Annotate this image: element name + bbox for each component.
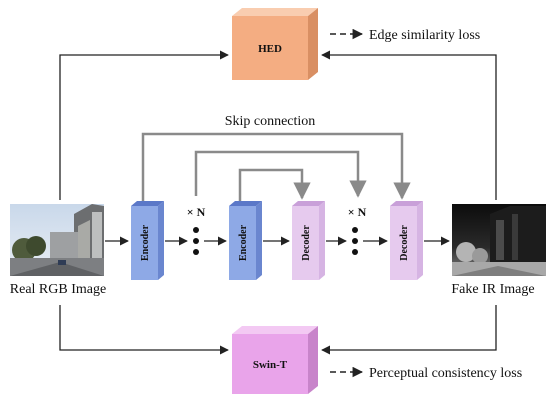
swin-block-front: [232, 334, 308, 394]
perceptual-loss-label: Perceptual consistency loss: [369, 366, 522, 381]
fake-ir-caption: Fake IR Image: [451, 282, 534, 297]
repeat-label-decoder: × N: [348, 205, 367, 219]
hed-block-front: [232, 16, 308, 80]
decoder-2-label: Decoder: [399, 225, 410, 261]
skip-middle: [194, 150, 367, 198]
swin-block: Swin-T: [232, 326, 318, 394]
arrow-rgb-to-hed: [59, 50, 229, 200]
ellipsis-decoder: [352, 227, 358, 255]
skip-connection-label: Skip connection: [225, 114, 316, 129]
skip-inner: [238, 168, 311, 202]
decoder-1-label: Decoder: [301, 225, 312, 261]
encoder-2-label: Encoder: [238, 224, 249, 261]
swin-block-side: [308, 326, 318, 394]
hed-block-side: [308, 8, 318, 80]
hed-block: HED: [232, 8, 318, 80]
arrow-ir-to-swin: [321, 305, 497, 355]
edge-loss: Edge similarity loss: [330, 28, 480, 43]
perceptual-loss: Perceptual consistency loss: [330, 366, 522, 381]
swin-label: Swin-T: [253, 359, 288, 371]
arrow-ir-to-hed: [321, 50, 497, 200]
repeat-label-encoder: × N: [187, 205, 206, 219]
swin-block-top: [232, 326, 318, 334]
skip-outer: [141, 132, 411, 202]
decoder-block-1: Decoder: [292, 201, 325, 280]
encoder-block-2: Encoder: [229, 201, 262, 280]
encoder-block-1: Encoder: [131, 201, 164, 280]
hed-label: HED: [258, 43, 282, 55]
real-rgb-caption: Real RGB Image: [10, 282, 106, 297]
real-rgb-image: [10, 204, 104, 276]
hed-block-top: [232, 8, 318, 16]
edge-loss-label: Edge similarity loss: [369, 28, 480, 43]
encoder-1-label: Encoder: [140, 224, 151, 261]
fake-ir-image: [452, 204, 546, 276]
ellipsis-encoder: [193, 227, 199, 255]
decoder-block-2: Decoder: [390, 201, 423, 280]
arrow-rgb-to-swin: [59, 305, 229, 355]
